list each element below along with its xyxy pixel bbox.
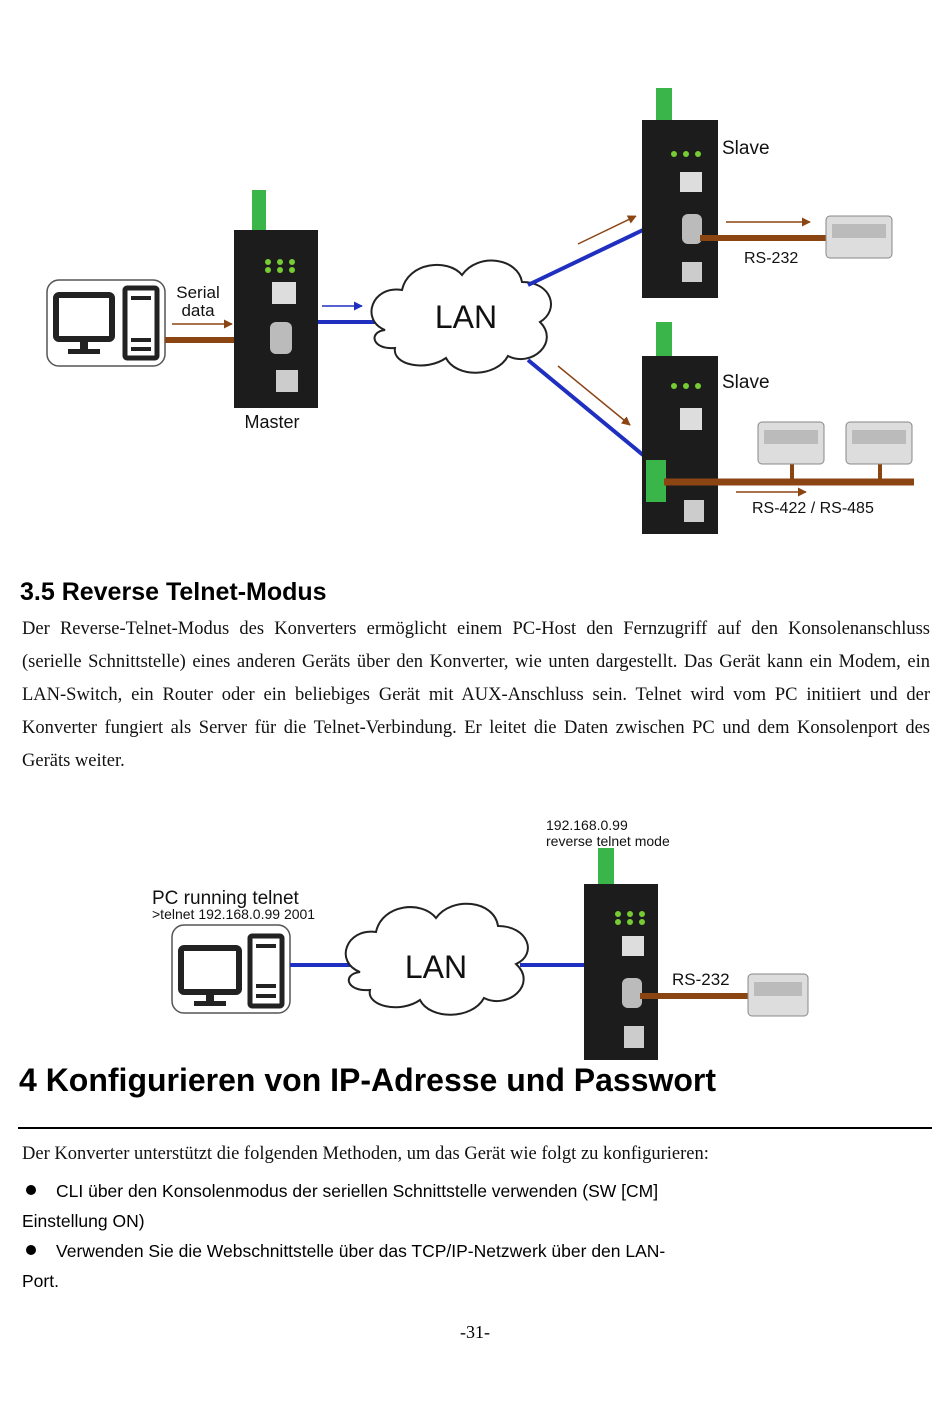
list-item-text: Verwenden Sie die Webschnittstelle über …: [22, 1241, 666, 1291]
pc-running-telnet-label: PC running telnet: [152, 888, 300, 909]
master-label: Master: [244, 412, 299, 432]
telnet-command-label: >telnet 192.168.0.99 2001: [152, 906, 315, 922]
converter-device-fig2: [584, 848, 658, 1060]
serial-device-bottom-2: [845, 421, 913, 465]
list-item: Verwenden Sie die Webschnittstelle über …: [22, 1236, 702, 1296]
mode-label: reverse telnet mode: [546, 833, 670, 849]
lan-label: LAN: [435, 299, 497, 335]
slave-converter-top: [642, 88, 718, 298]
lan-cloud: [370, 259, 552, 374]
serial-device-fig2: [747, 973, 809, 1017]
figure-network-master-slave: Serial data Master LAN Slave RS-232: [46, 88, 914, 534]
slave-top-label: Slave: [722, 138, 770, 159]
chapter-4-heading: 4 Konfigurieren von IP-Adresse und Passw…: [19, 1062, 717, 1098]
ip-label: 192.168.0.99: [546, 817, 628, 833]
master-converter-device: [234, 190, 318, 408]
chapter-4-intro: Der Konverter unterstützt die folgenden …: [22, 1144, 709, 1164]
pc-icon: [46, 279, 166, 367]
slave-converter-bottom: [642, 322, 718, 534]
page-number: -31-: [460, 1322, 490, 1342]
lan-label-fig2: LAN: [405, 949, 467, 985]
section-3-5-body: Der Reverse-Telnet-Modus des Konverters …: [22, 619, 930, 771]
bullet-icon: [26, 1185, 36, 1195]
serial-data-label-1: Serial: [176, 283, 219, 302]
rs232-label-fig1: RS-232: [744, 250, 798, 267]
heading-rule: [18, 1127, 932, 1129]
serial-data-label-2: data: [181, 301, 215, 320]
pc-icon-fig2: [171, 924, 291, 1014]
figure-reverse-telnet: 192.168.0.99 reverse telnet mode PC runn…: [152, 817, 809, 1060]
serial-device-top: [825, 215, 893, 259]
list-item: CLI über den Konsolenmodus der seriellen…: [22, 1176, 702, 1236]
serial-device-bottom-1: [757, 421, 825, 465]
rs232-label-fig2: RS-232: [672, 970, 730, 989]
section-3-5-heading: 3.5 Reverse Telnet-Modus: [20, 578, 327, 606]
bullet-icon: [26, 1245, 36, 1255]
list-item-text: CLI über den Konsolenmodus der seriellen…: [22, 1181, 659, 1231]
lan-cloud-fig2: [344, 902, 529, 1016]
slave-bottom-label: Slave: [722, 372, 770, 393]
rs422-label: RS-422 / RS-485: [752, 500, 874, 517]
